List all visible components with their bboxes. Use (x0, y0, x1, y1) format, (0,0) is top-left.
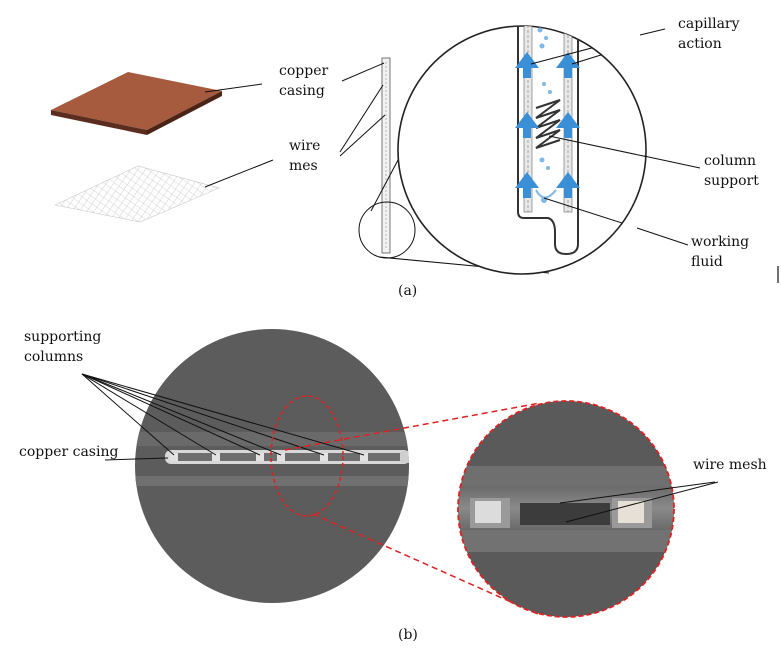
label-working-fluid: working fluid (691, 232, 749, 272)
leader-working-fluid (636, 227, 689, 246)
leader-wire-mesh-sheet (204, 159, 274, 188)
wire-mesh-sheet (54, 165, 220, 223)
leader-column-support (643, 155, 701, 169)
label-column-support: column support (704, 151, 759, 191)
zoom-dashed-top (284, 402, 541, 451)
caption-b: (b) (398, 627, 418, 643)
leaders-supporting-columns (81, 373, 365, 456)
label-working-line2: fluid (691, 254, 723, 270)
leader-strip-mesh-2 (339, 114, 386, 157)
leader-wire-mesh-2 (565, 481, 719, 523)
label-working-line1: working (691, 234, 750, 250)
caption-a: (a) (398, 283, 418, 299)
magnified-xray (457, 400, 675, 618)
label-column-line1: column (704, 153, 757, 169)
label-wire-mesh-line1: wire (289, 138, 321, 154)
label-column-line2: support (704, 173, 759, 189)
copper-casing-plate (51, 72, 222, 135)
leader-capillary-1 (639, 28, 666, 36)
label-copper-casing-line2: casing (279, 83, 325, 99)
label-copper-casing-b: copper casing (19, 444, 119, 460)
label-copper-casing-line1: copper (279, 63, 329, 79)
leader-strip-mesh-1 (339, 84, 384, 153)
xray-cross-section (135, 329, 409, 603)
label-supporting-line1: supporting (24, 329, 102, 345)
leader-strip-copper (341, 62, 385, 82)
label-supporting-columns: supporting columns (24, 327, 101, 367)
label-copper-casing-a: copper casing (279, 61, 328, 101)
leader-wire-mesh-1 (559, 481, 716, 504)
label-wire-mesh-line2: mes (289, 158, 318, 174)
magnified-detail (397, 25, 647, 275)
label-capillary-line1: capillary (678, 16, 740, 32)
label-supporting-line2: columns (24, 349, 84, 365)
zoom-dashed-bottom (312, 513, 539, 615)
zoom-region-ellipse (270, 395, 344, 517)
leader-b-copper-casing (104, 457, 169, 461)
label-capillary-line2: action (678, 36, 722, 52)
label-wire-mesh-a: wire mes (289, 136, 320, 176)
heat-pipe-cross-section (381, 57, 391, 254)
leader-copper-casing (204, 83, 263, 93)
label-wire-mesh-b: wire mesh (693, 457, 767, 473)
label-capillary-action: capillary action (678, 14, 740, 54)
